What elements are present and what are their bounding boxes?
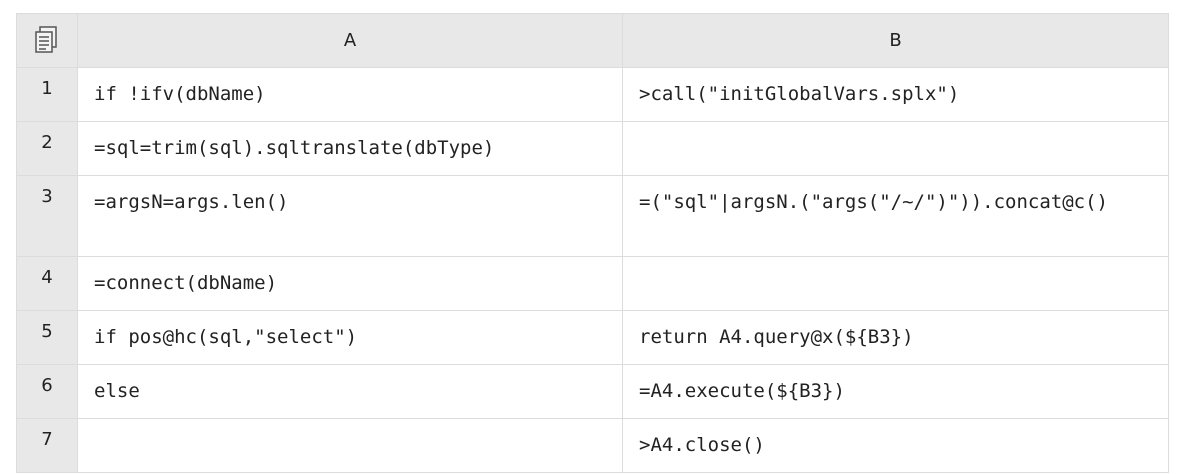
spreadsheet-grid: A B 1 if !ifv(dbName) >call("initGlobalV… bbox=[16, 13, 1169, 473]
corner-cell[interactable] bbox=[16, 13, 78, 68]
row-header[interactable]: 3 bbox=[16, 175, 78, 257]
table-row: 4 =connect(dbName) bbox=[16, 256, 1169, 311]
column-header-b[interactable]: B bbox=[622, 13, 1169, 68]
cell-b6[interactable]: =A4.execute(${B3}) bbox=[622, 364, 1169, 419]
table-row: 7 >A4.close() bbox=[16, 418, 1169, 473]
cell-b7[interactable]: >A4.close() bbox=[622, 418, 1169, 473]
row-header[interactable]: 6 bbox=[16, 364, 78, 419]
column-header-a[interactable]: A bbox=[77, 13, 623, 68]
table-row: 2 =sql=trim(sql).sqltranslate(dbType) bbox=[16, 121, 1169, 176]
row-header[interactable]: 7 bbox=[16, 418, 78, 473]
table-row: 5 if pos@hc(sql,"select") return A4.quer… bbox=[16, 310, 1169, 365]
table-row: 6 else =A4.execute(${B3}) bbox=[16, 364, 1169, 419]
cell-a1[interactable]: if !ifv(dbName) bbox=[77, 67, 623, 122]
cell-a6[interactable]: else bbox=[77, 364, 623, 419]
row-header[interactable]: 2 bbox=[16, 121, 78, 176]
cell-a3[interactable]: =argsN=args.len() bbox=[77, 175, 623, 257]
cell-b3[interactable]: =("sql"|argsN.("args("/~/")")).concat@c(… bbox=[622, 175, 1169, 257]
cell-b1[interactable]: >call("initGlobalVars.splx") bbox=[622, 67, 1169, 122]
row-header[interactable]: 1 bbox=[16, 67, 78, 122]
cell-a2[interactable]: =sql=trim(sql).sqltranslate(dbType) bbox=[77, 121, 623, 176]
cell-b4[interactable] bbox=[622, 256, 1169, 311]
row-header[interactable]: 4 bbox=[16, 256, 78, 311]
document-list-icon bbox=[35, 25, 57, 53]
cell-a4[interactable]: =connect(dbName) bbox=[77, 256, 623, 311]
cell-a5[interactable]: if pos@hc(sql,"select") bbox=[77, 310, 623, 365]
cell-b2[interactable] bbox=[622, 121, 1169, 176]
cell-b5[interactable]: return A4.query@x(${B3}) bbox=[622, 310, 1169, 365]
row-header[interactable]: 5 bbox=[16, 310, 78, 365]
table-row: 1 if !ifv(dbName) >call("initGlobalVars.… bbox=[16, 67, 1169, 122]
column-header-row: A B bbox=[16, 13, 1169, 68]
table-row: 3 =argsN=args.len() =("sql"|argsN.("args… bbox=[16, 175, 1169, 257]
cell-a7[interactable] bbox=[77, 418, 623, 473]
